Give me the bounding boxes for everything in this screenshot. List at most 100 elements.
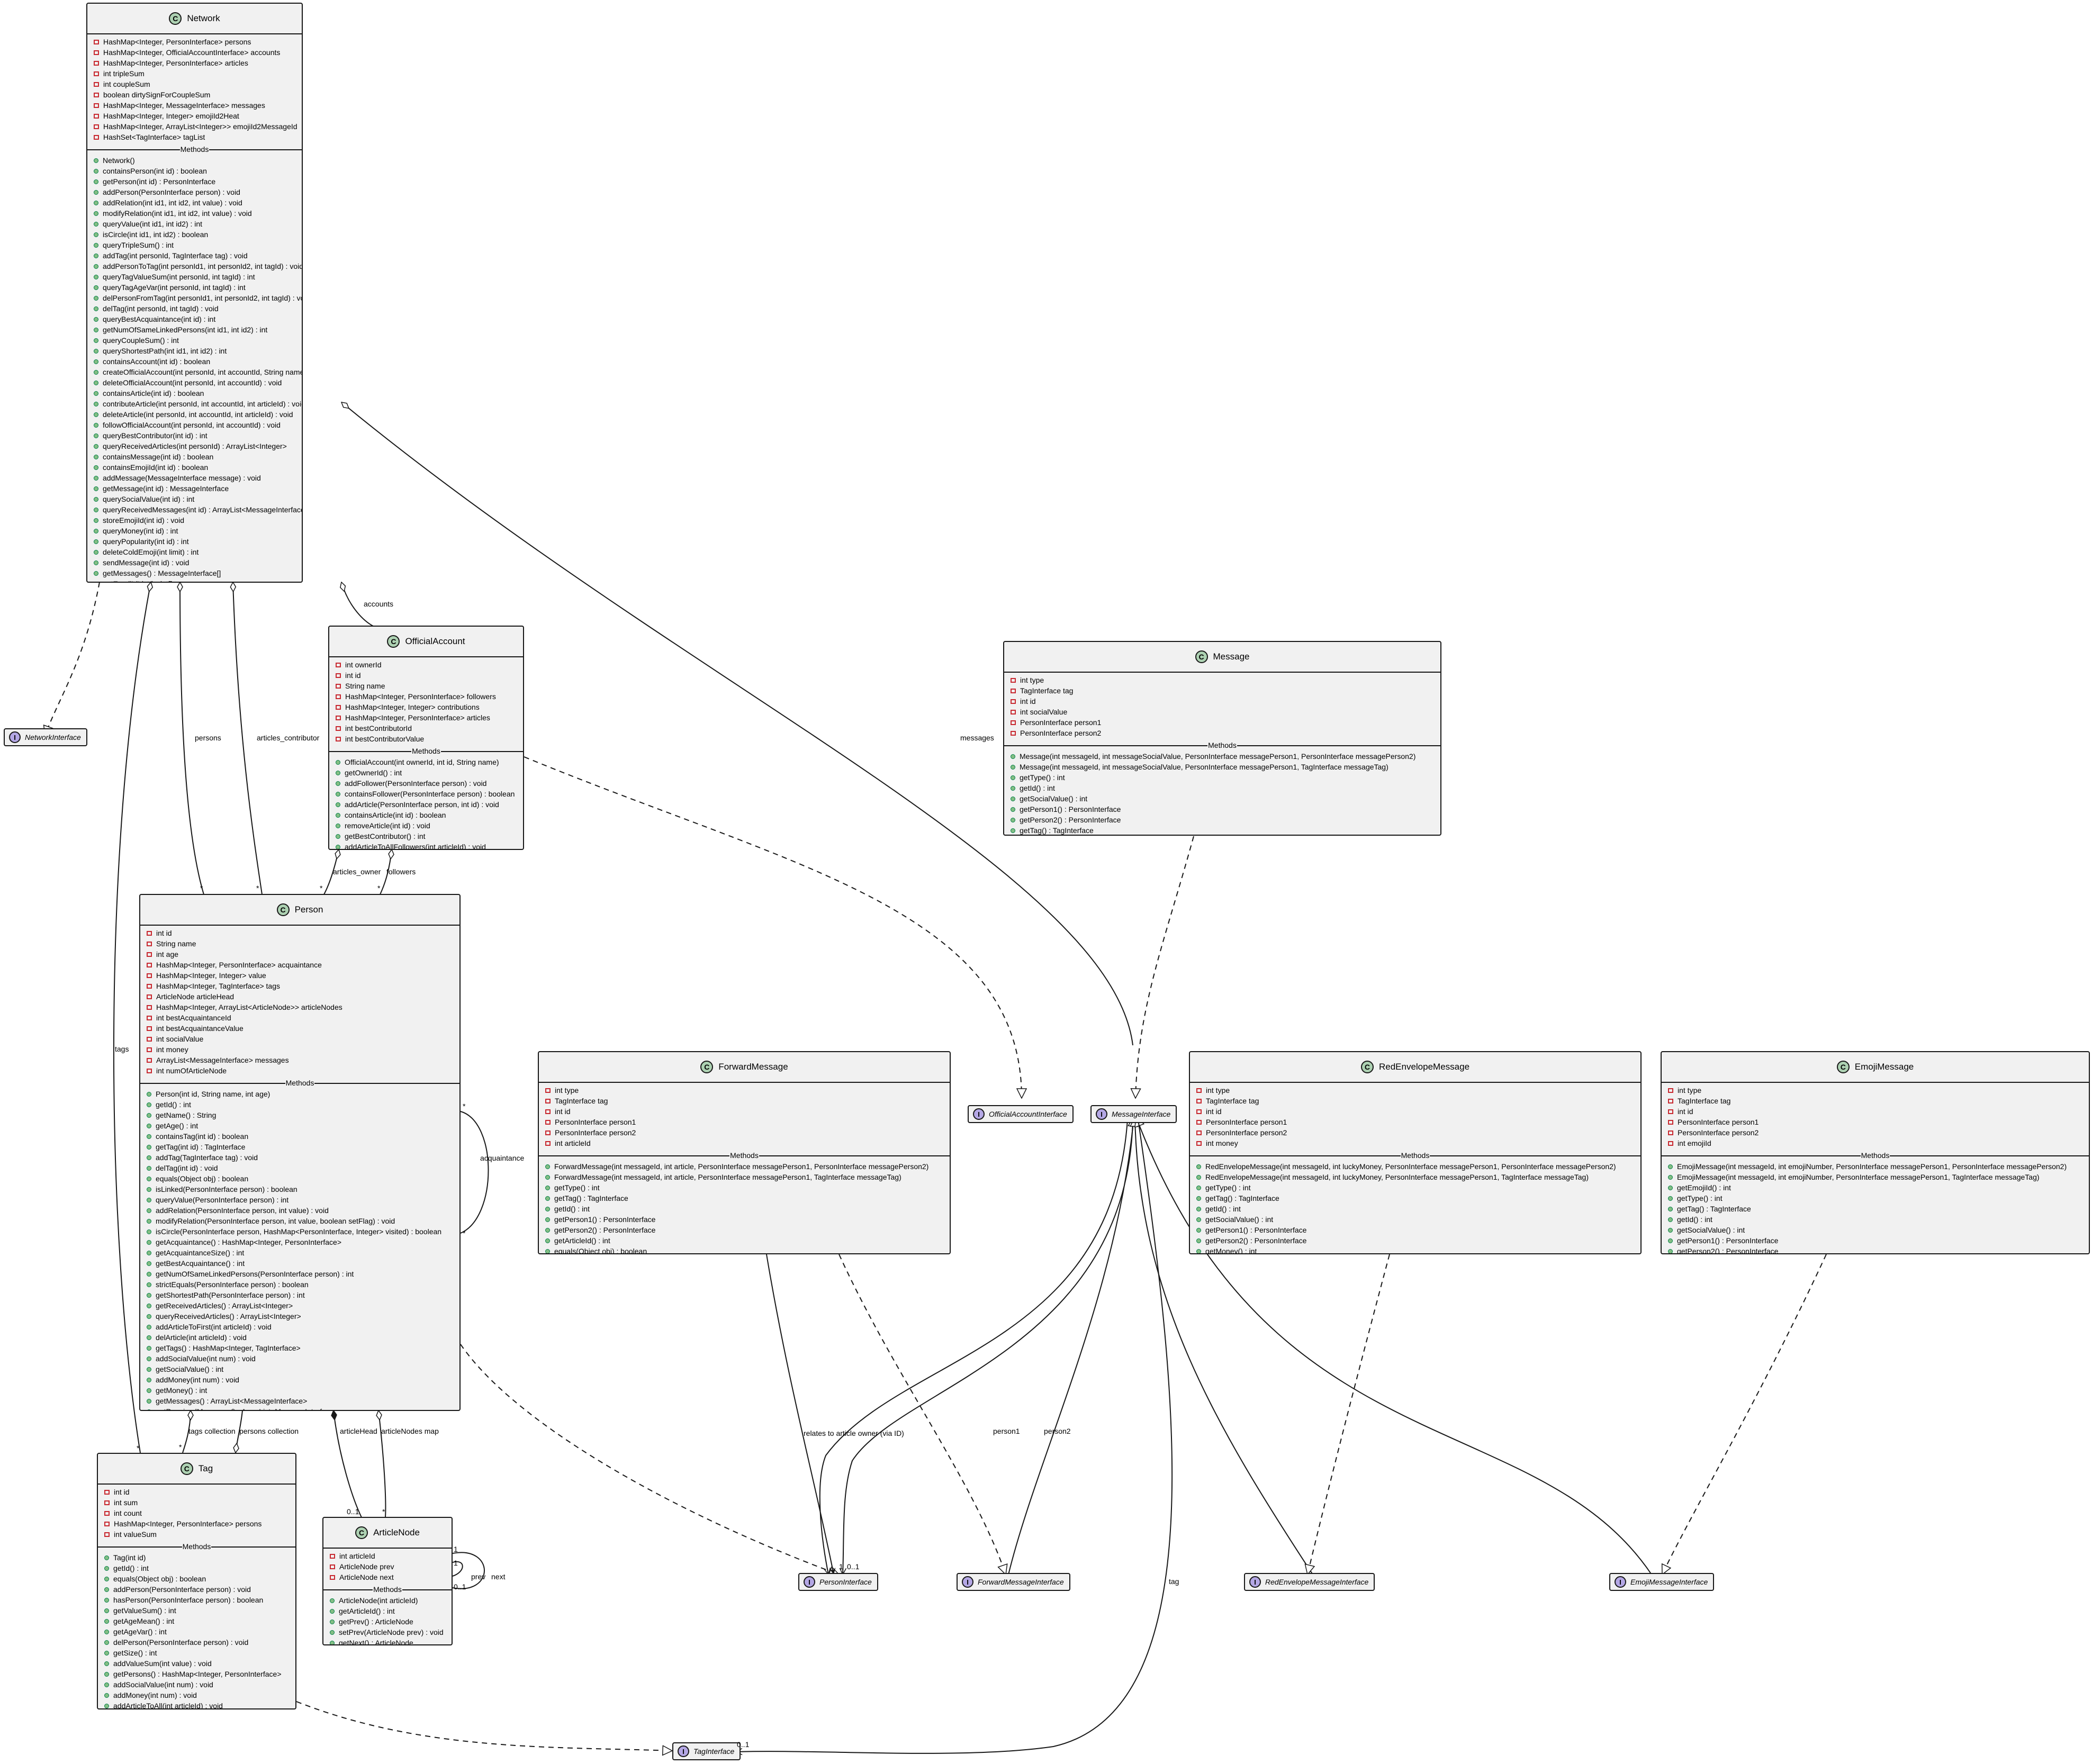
attribute-text: int id [1020,697,1036,705]
method-row: RedEnvelopeMessage(int messageId, int lu… [1196,1161,1640,1172]
attribute-text: int socialValue [1020,708,1068,716]
method-row: getId() : int [147,1099,459,1110]
attribute-row: int money [147,1044,459,1055]
edge-network-accounts [341,582,374,627]
public-visibility-icon [94,496,98,502]
private-visibility-icon [147,1057,152,1063]
method-text: deleteOfficialAccount(int personId, int … [103,378,282,387]
attribute-row: int type [1668,1085,2089,1096]
header-divider [323,1548,452,1549]
attribute-row: HashMap<Integer, PersonInterface> articl… [94,58,302,68]
label-tag: tag [1169,1577,1179,1586]
method-text: getSize() : int [113,1649,157,1657]
attribute-row: int emojiId [1668,1138,2089,1148]
method-row: containsEmojiId(int id) : boolean [94,462,302,473]
method-row: queryTagValueSum(int personId, int tagId… [94,272,302,282]
method-text: delArticle(int articleId) : void [156,1333,247,1342]
method-row: queryBestAcquaintance(int id) : int [94,314,302,324]
interface-message[interactable]: I MessageInterface [1090,1105,1177,1123]
class-icon: C [387,635,400,648]
edge-message-person2 [843,1119,1133,1575]
method-row: getBestAcquaintance() : int [147,1258,459,1269]
class-icon: C [355,1526,368,1539]
attribute-text: String name [345,682,385,690]
interface-forward-message[interactable]: I ForwardMessageInterface [957,1573,1070,1591]
interface-official-account[interactable]: I OfficialAccountInterface [968,1105,1074,1123]
public-visibility-icon [94,581,98,582]
header-divider [1004,672,1440,673]
method-text: getType() : int [1205,1183,1251,1192]
attribute-row: HashSet<TagInterface> tagList [94,132,302,142]
public-visibility-icon [545,1164,550,1169]
attribute-text: int id [114,1488,130,1496]
public-visibility-icon [147,1102,151,1107]
interface-emoji-message[interactable]: I EmojiMessageInterface [1609,1573,1715,1591]
method-row: contributeArticle(int personId, int acco… [94,399,302,409]
attribute-row: int id [336,670,523,681]
method-row: getArticleId() : int [330,1606,452,1616]
public-visibility-icon [104,1576,109,1581]
public-visibility-icon [94,232,98,237]
method-text: getAge() : int [156,1121,199,1130]
method-row: strictEquals(PersonInterface person) : b… [147,1279,459,1290]
attribute-row: int articleId [545,1138,950,1148]
public-visibility-icon [147,1409,151,1410]
method-row: queryReceivedArticles() : ArrayList<Inte… [147,1311,459,1322]
private-visibility-icon [147,1026,152,1031]
interface-red-envelope-message[interactable]: I RedEnvelopeMessageInterface [1244,1573,1375,1591]
method-text: equals(Object obj) : boolean [156,1174,249,1183]
attribute-text: TagInterface tag [1206,1097,1259,1105]
public-visibility-icon [147,1134,151,1139]
attribute-row: int id [1011,696,1440,707]
method-row: addTag(TagInterface tag) : void [147,1152,459,1163]
private-visibility-icon [336,673,341,678]
method-text: addSocialValue(int num) : void [113,1680,213,1689]
private-visibility-icon [104,1500,110,1505]
method-text: Message(int messageId, int messageSocial… [1020,763,1388,771]
edge-person-article-head [333,1410,362,1518]
public-visibility-icon [94,359,98,364]
method-row: getType() : int [1668,1193,2089,1204]
attribute-text: int bestAcquaintanceValue [156,1024,244,1033]
interface-name: RedEnvelopeMessageInterface [1265,1578,1369,1586]
method-row: queryCoupleSum() : int [94,335,302,346]
interface-network[interactable]: I NetworkInterface [4,728,87,746]
method-text: isLinked(PersonInterface person) : boole… [156,1185,297,1193]
method-row: queryTagAgeVar(int personId, int tagId) … [94,282,302,293]
interface-name: ForwardMessageInterface [978,1578,1064,1586]
private-visibility-icon [147,930,152,936]
interface-person[interactable]: I PersonInterface [798,1573,878,1591]
method-text: getSocialValue() : int [1205,1215,1274,1224]
multiplicity-article-head: 0..1 [347,1507,359,1516]
public-visibility-icon [147,1398,151,1404]
method-row: getShortestPath(PersonInterface person) … [147,1290,459,1300]
edge-network-messages [341,402,1133,1046]
method-text: queryTripleSum() : int [103,241,174,249]
public-visibility-icon [147,1250,151,1255]
attribute-row: PersonInterface person2 [1668,1127,2089,1138]
attribute-text: int articleId [555,1139,591,1147]
public-visibility-icon [336,834,340,839]
public-visibility-icon [147,1292,151,1298]
public-visibility-icon [94,168,98,174]
attribute-text: HashMap<Integer, PersonInterface> acquai… [156,961,322,969]
public-visibility-icon [330,1598,335,1603]
attribute-text: HashSet<TagInterface> tagList [103,133,205,141]
attribute-row: HashMap<Integer, TagInterface> tags [147,981,459,991]
interface-tag[interactable]: I TagInterface [672,1742,741,1760]
public-visibility-icon [147,1356,151,1361]
method-text: containsPerson(int id) : boolean [103,167,207,175]
method-row: getPerson1() : PersonInterface [1011,804,1440,815]
